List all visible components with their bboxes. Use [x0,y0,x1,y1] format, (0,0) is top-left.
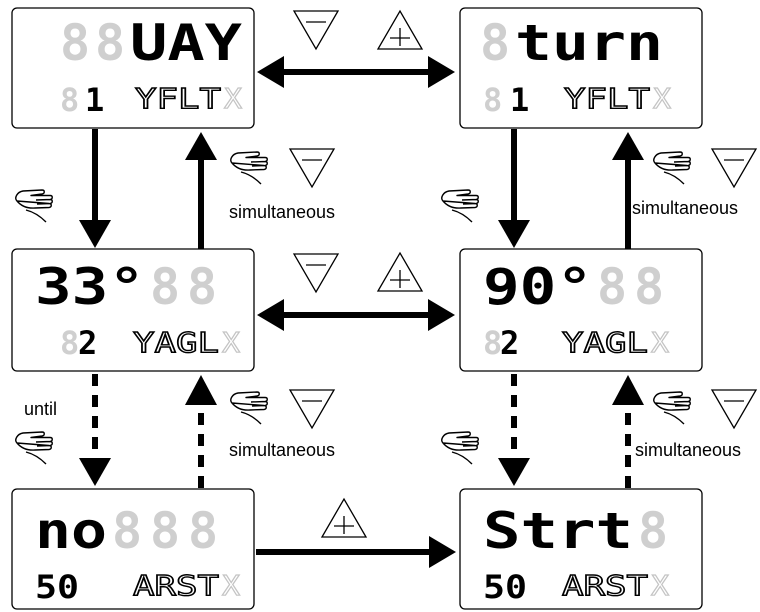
ghost-alpha: X [651,326,669,359]
arrow-down-right [498,129,530,248]
display-no: no 8 8 8 50 ARST X [11,488,255,610]
display-uay: 8 8 UAY 8 1 YFLT X [11,7,255,129]
hand-press-icon [230,391,268,425]
display-frame [459,7,703,129]
ghost-alpha: X [224,82,242,115]
ghost-digit: 8 [483,324,502,362]
display-90deg: 90° 8 8 8 2 YAGL X [459,248,703,372]
hand-press-icon [441,189,479,223]
ghost-digit: 8 [480,14,510,72]
up-triangle-key-icon [376,251,424,292]
ghost-digit: 8 [150,502,180,560]
down-triangle-key-icon [710,148,758,189]
parameter-code: YAGL [133,326,219,359]
display-frame [11,488,255,610]
parameter-code: YFLT [564,82,650,115]
display-strt: Strt 8 50 ARST X [459,488,703,610]
arrow-down-left [79,129,111,248]
ghost-digit: 8 [112,502,142,560]
main-readout: turn [515,14,663,72]
down-triangle-key-icon [292,253,340,294]
ghost-digit: 8 [187,258,217,316]
ghost-digit: 8 [95,14,125,72]
ghost-digit: 8 [634,258,664,316]
display-frame [459,488,703,610]
dashed-arrow-down-left [79,374,111,486]
display-frame [11,7,255,129]
ghost-digit: 8 [188,502,218,560]
double-arrow-middle [257,299,455,331]
up-triangle-key-icon [376,9,424,50]
simultaneous-label: simultaneous [632,198,738,218]
display-33deg: 33° 8 8 8 2 YAGL X [11,248,255,372]
double-arrow-top [257,56,455,88]
hand-press-icon [441,431,479,465]
down-triangle-key-icon [288,389,336,430]
display-turn: 8 turn 8 1 YFLT X [459,7,703,129]
main-readout: no [35,502,107,560]
hand-press-icon [653,391,691,425]
parameter-number: 50 [483,568,527,606]
main-readout: 90° [483,258,593,316]
hand-press-icon [653,151,691,185]
main-readout: Strt [483,502,633,560]
simultaneous-label: simultaneous [635,440,741,460]
dashed-arrow-up-left [185,375,217,488]
display-frame [459,248,703,372]
ghost-digit: 8 [150,258,180,316]
ghost-digit: 8 [483,81,502,119]
down-triangle-key-icon [288,148,336,189]
ghost-digit: 8 [60,81,79,119]
hand-press-icon [15,431,53,465]
parameter-number: 2 [78,324,97,362]
parameter-code: ARST [133,569,219,602]
until-label: until [24,399,57,419]
ghost-alpha: X [222,569,240,602]
parameter-number: 1 [510,81,529,119]
parameter-number: 50 [35,568,79,606]
arrow-up-right [612,132,644,249]
ghost-digit: 8 [60,14,90,72]
down-triangle-key-icon [710,389,758,430]
parameter-code: ARST [562,569,648,602]
main-readout: 33° [35,258,145,316]
display-frame [11,248,255,372]
ghost-digit: 8 [597,258,627,316]
main-readout: UAY [130,14,242,72]
up-triangle-key-icon [320,497,368,538]
ghost-alpha: X [222,326,240,359]
arrow-up-left [185,132,217,249]
parameter-code: YFLT [135,82,221,115]
dashed-arrow-down-right [498,374,530,486]
arrow-bottom-right [256,536,456,568]
simultaneous-label: simultaneous [229,202,335,222]
simultaneous-label: simultaneous [229,440,335,460]
dashed-arrow-up-right [612,375,644,488]
ghost-digit: 8 [638,502,668,560]
ghost-digit: 8 [60,324,79,362]
ghost-alpha: X [651,569,669,602]
hand-press-icon [15,189,53,223]
down-triangle-key-icon [292,10,340,51]
parameter-code: YAGL [562,326,648,359]
parameter-number: 2 [500,324,519,362]
parameter-number: 1 [85,81,104,119]
hand-press-icon [230,151,268,185]
ghost-alpha: X [653,82,671,115]
